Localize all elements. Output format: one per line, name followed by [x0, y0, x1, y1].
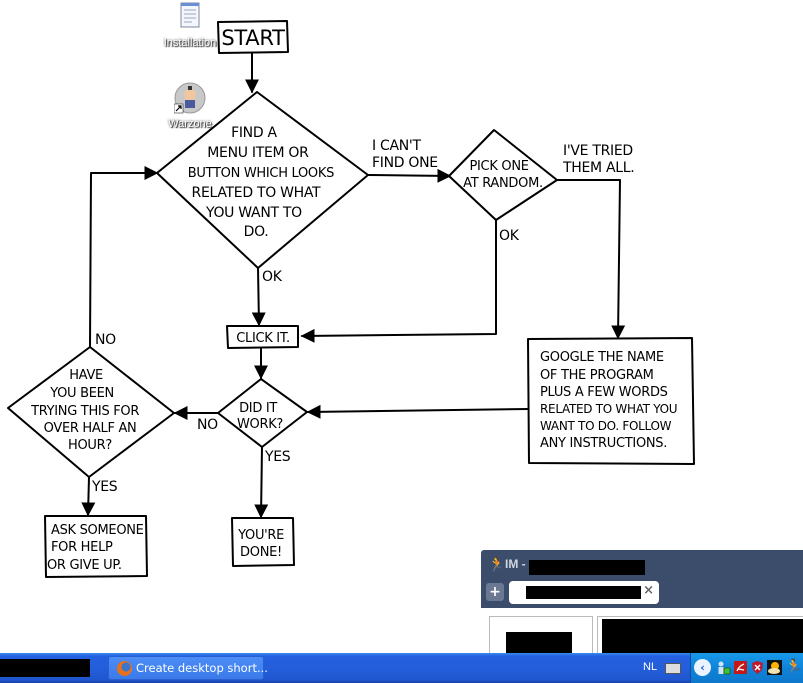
acrobat-icon[interactable]: [733, 660, 748, 675]
desktop-icon-label: Warzone: [168, 118, 212, 130]
pick-label: PICK ONE AT RANDOM.: [463, 159, 543, 191]
redacted-conversation: [602, 619, 803, 657]
desktop: START FIND A MENU ITEM OR BUTTON WHICH L…: [7, 1, 803, 658]
arrow-google-did: [306, 404, 529, 419]
edge-yes-work: YES: [264, 449, 291, 465]
did-label: DID IT WORK?: [237, 401, 283, 432]
edge-ok-find: OK: [262, 269, 283, 285]
conversation-pane: [597, 616, 803, 658]
weather-icon[interactable]: [767, 660, 782, 675]
tab-close-button[interactable]: ×: [643, 583, 654, 598]
desktop-icon-label: Installation: [163, 37, 217, 49]
pick-diamond: [448, 129, 558, 221]
desktop-icon-installation[interactable]: Installation: [158, 1, 222, 49]
aim-icon[interactable]: 🏃: [785, 659, 803, 675]
start-box: [217, 20, 289, 54]
security-shield-icon[interactable]: [750, 660, 765, 675]
im-window[interactable]: 🏃 IM - + ×: [481, 550, 803, 658]
google-label: GOOGLE THE NAME OF THE PROGRAM PLUS A FE…: [540, 350, 681, 451]
done-box: [231, 517, 295, 567]
taskbar-button-label: Create desktop short...: [136, 661, 268, 675]
arrow-half-find: [89, 166, 159, 348]
firefox-icon: [117, 661, 132, 676]
notepad-document-icon: [180, 2, 200, 28]
keyboard-icon[interactable]: [665, 663, 681, 674]
taskbar-button-firefox[interactable]: Create desktop short...: [108, 656, 268, 680]
language-indicator[interactable]: NL: [643, 661, 658, 673]
start-label: START: [221, 26, 285, 50]
redacted-tab-label: [526, 586, 641, 599]
google-box: [527, 337, 695, 465]
edge-cant-find: I CAN'T FIND ONE: [372, 138, 438, 171]
redacted-title: [529, 560, 645, 575]
done-label: YOU'RE DONE!: [237, 528, 288, 560]
im-conversation-tab[interactable]: ×: [509, 581, 659, 604]
edge-no-work: NO: [197, 417, 218, 433]
network-user-icon[interactable]: [716, 660, 731, 675]
im-window-body: [481, 608, 803, 658]
desktop-icon-warzone[interactable]: Warzone: [158, 82, 222, 130]
redacted-buddy: [506, 632, 572, 657]
flowchart: START FIND A MENU ITEM OR BUTTON WHICH L…: [7, 20, 695, 578]
arrow-pick-click: [300, 219, 497, 343]
warzone-shortcut-icon: [173, 82, 206, 114]
start-button-redacted[interactable]: [0, 659, 90, 677]
taskbar: Create desktop short... NL ‹ 🏃: [0, 653, 803, 683]
edge-tried-all: I'VE TRIED THEM ALL.: [562, 143, 637, 176]
arrow-did-done: [254, 446, 269, 519]
add-tab-button[interactable]: +: [486, 583, 504, 601]
im-window-title: IM -: [505, 557, 526, 571]
ask-label: ASK SOMEONE FOR HELP OR GIVE UP.: [47, 523, 147, 573]
system-tray: ‹ 🏃: [690, 653, 803, 683]
arrow-half-ask: [81, 476, 96, 517]
arrow-pick-google: [556, 179, 626, 340]
buddy-pane: [489, 616, 593, 658]
edge-ok-pick: OK: [499, 228, 520, 244]
edge-no-half: NO: [95, 332, 116, 348]
arrow-find-pick: [367, 168, 452, 183]
aim-runner-icon: 🏃: [488, 557, 506, 573]
edge-yes-half: YES: [91, 479, 118, 495]
find-label: FIND A MENU ITEM OR BUTTON WHICH LOOKS R…: [188, 125, 338, 240]
ask-box: [44, 515, 148, 578]
click-box: [226, 325, 299, 349]
show-hidden-icons-button[interactable]: ‹: [694, 659, 711, 676]
half-label: HAVE YOU BEEN TRYING THIS FOR OVER HALF …: [30, 368, 143, 453]
click-label: CLICK IT.: [236, 331, 290, 346]
arrow-find-click: [251, 267, 266, 327]
